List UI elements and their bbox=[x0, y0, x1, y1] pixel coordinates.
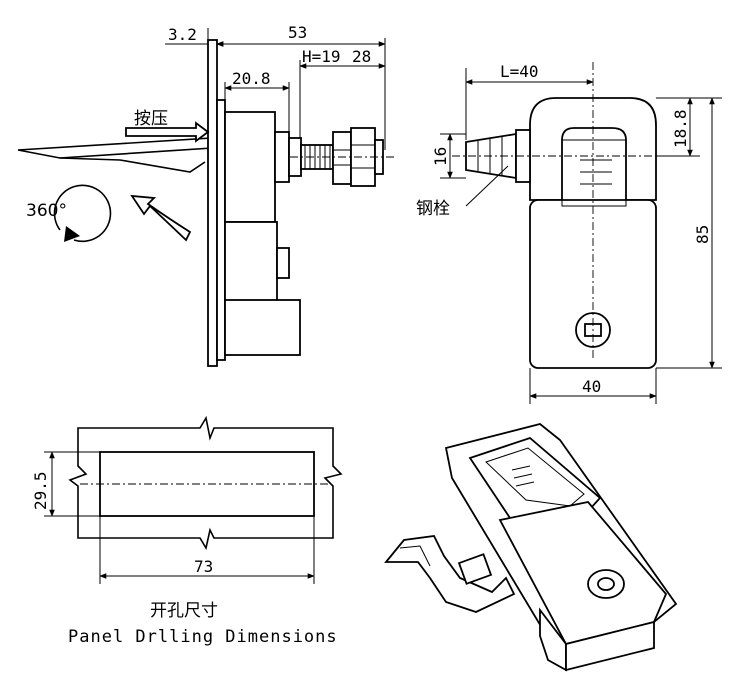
lock-housing bbox=[224, 221, 278, 303]
hex-nut-1 bbox=[332, 131, 352, 185]
dim-top-offset: 18.8 bbox=[671, 109, 690, 148]
dim-l: L=40 bbox=[500, 62, 539, 81]
iso-body bbox=[498, 501, 668, 646]
front-body bbox=[529, 199, 657, 369]
dim-total-height: 85 bbox=[693, 225, 712, 244]
isometric-view bbox=[384, 423, 678, 672]
iso-nut bbox=[457, 553, 493, 585]
lever-underside bbox=[59, 157, 206, 173]
iso-lever bbox=[384, 535, 516, 613]
latch-body bbox=[224, 111, 276, 223]
rotation-label: 360° bbox=[26, 201, 67, 221]
front-view: L=40 18.8 85 16 40 钢栓 bbox=[416, 62, 722, 404]
rotation-circle bbox=[53, 184, 112, 243]
dim-total-length: 53 bbox=[288, 23, 307, 42]
rear-cover bbox=[224, 299, 301, 356]
drilling-title-cn: 开孔尺寸 bbox=[150, 601, 218, 621]
press-label: 按压 bbox=[134, 109, 168, 129]
side-dimensions: 3.2 53 H=19 28 20.8 bbox=[165, 23, 386, 150]
bolt-label: 钢栓 bbox=[416, 199, 450, 219]
recess-marks bbox=[580, 159, 612, 185]
panel-outline bbox=[68, 415, 343, 551]
handle-recess bbox=[561, 139, 627, 207]
drilling-diagram: 29.5 73 开孔尺寸 Panel Drlling Dimensions bbox=[31, 415, 343, 647]
dim-front-width: 40 bbox=[582, 377, 601, 396]
panel-plate bbox=[207, 39, 218, 367]
dim-cutout-width: 73 bbox=[194, 557, 213, 576]
lock-tab bbox=[276, 247, 290, 279]
mounting-flange bbox=[216, 99, 226, 361]
turn-arrow bbox=[130, 194, 192, 242]
side-view: 3.2 53 H=19 28 20.8 按压 360° bbox=[17, 23, 395, 367]
front-dimensions: L=40 18.8 85 16 40 bbox=[431, 62, 722, 404]
drilling-title-en: Panel Drlling Dimensions bbox=[68, 627, 338, 647]
dim-body-depth: 20.8 bbox=[232, 69, 271, 88]
dim-h: H=19 bbox=[302, 47, 341, 66]
dim-cutout-height: 29.5 bbox=[31, 471, 50, 510]
pressed-lever bbox=[17, 137, 213, 159]
rotation-indicator: 360° bbox=[26, 184, 112, 243]
press-arrow bbox=[125, 121, 210, 143]
shaft-collar bbox=[274, 131, 290, 183]
dim-bolt-height: 16 bbox=[431, 147, 450, 166]
dim-bolt-length: 28 bbox=[352, 47, 371, 66]
iso-lower bbox=[539, 607, 567, 672]
bolt-leader bbox=[465, 165, 509, 207]
dim-plate-thickness: 3.2 bbox=[168, 25, 197, 44]
